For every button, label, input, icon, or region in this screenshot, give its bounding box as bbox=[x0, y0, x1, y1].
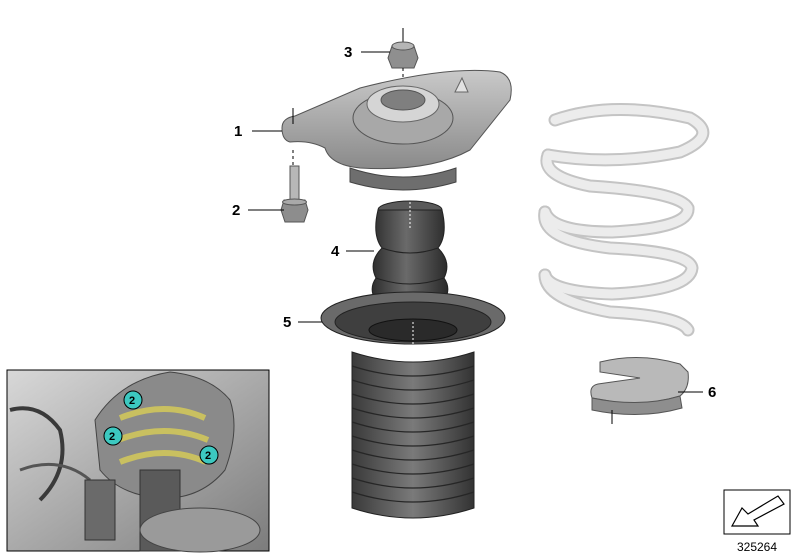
callout-6: 6 bbox=[708, 384, 716, 401]
callout-1: 1 bbox=[234, 123, 242, 140]
badge-b bbox=[103, 426, 123, 446]
badge-b-label: 2 bbox=[109, 431, 115, 443]
coil-spring bbox=[538, 103, 710, 337]
strut-mount-part-1[interactable] bbox=[281, 69, 512, 191]
arrow-box-icon bbox=[723, 489, 791, 535]
bolt-part-2[interactable] bbox=[280, 165, 309, 223]
callout-2: 2 bbox=[232, 202, 240, 219]
spring-pad-part-6[interactable] bbox=[590, 357, 689, 424]
badge-c bbox=[199, 445, 219, 465]
nut-part-3[interactable] bbox=[387, 28, 419, 110]
callout-5: 5 bbox=[283, 314, 291, 331]
badge-a-label: 2 bbox=[129, 395, 135, 407]
callout-4: 4 bbox=[331, 243, 340, 260]
badge-a bbox=[123, 390, 143, 410]
reference-number: 325264 bbox=[736, 540, 778, 554]
callout-3: 3 bbox=[344, 44, 352, 61]
dust-boot-part-5[interactable] bbox=[320, 291, 506, 519]
badge-c-label: 2 bbox=[205, 450, 211, 462]
installation-inset: 2 2 2 bbox=[6, 369, 270, 553]
leader-lines bbox=[248, 51, 703, 393]
